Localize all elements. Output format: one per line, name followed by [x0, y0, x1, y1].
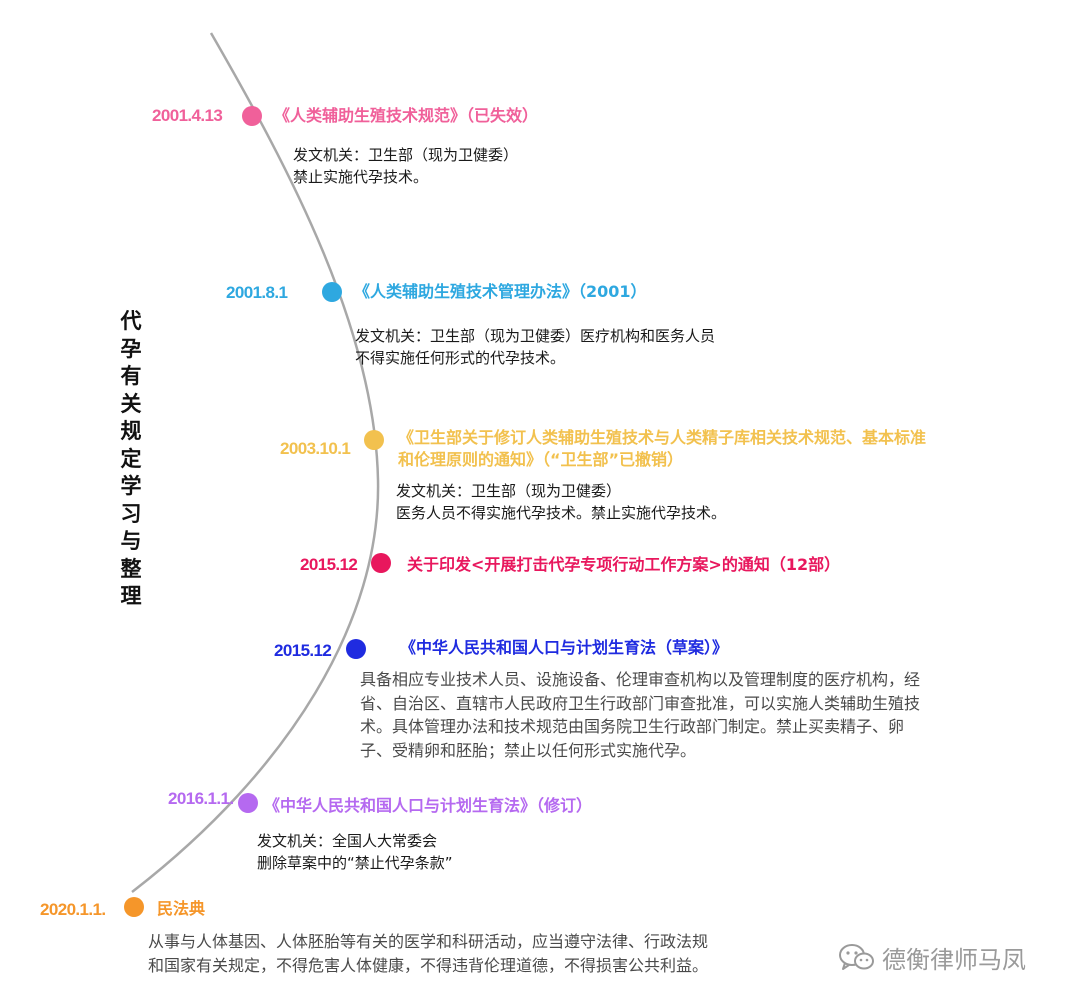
timeline-dot [364, 430, 384, 450]
entry-date: 2015.12 [300, 555, 358, 574]
entry-body-line: 术。具体管理办法和技术规范由国务院卫生行政部门制定。禁止买卖精子、卵 [360, 717, 905, 736]
timeline-dot [346, 639, 366, 659]
entry-date: 2020.1.1. [40, 900, 106, 919]
entry-date: 2001.4.13 [152, 106, 223, 125]
entry-body: 发文机关：卫生部（现为卫健委） 禁止实施代孕技术。 [293, 144, 518, 188]
entry-title: 《人类辅助生殖技术管理办法》（2001） [354, 282, 647, 301]
entry-date: 2001.8.1 [226, 283, 288, 302]
entry-body-line: 发文机关：卫生部（现为卫健委） [396, 482, 622, 500]
entry-body: 发文机关：卫生部（现为卫健委）医疗机构和医务人员 不得实施任何形式的代孕技术。 [355, 325, 715, 369]
entry-date: 2015.12 [274, 641, 332, 660]
entry-title: 《中华人民共和国人口与计划生育法（草案）》 [400, 638, 729, 657]
entry-body-line: 省、自治区、直辖市人民政府卫生行政部门审查批准，可以实施人类辅助生殖技 [360, 693, 921, 713]
entry-body-line: 禁止实施代孕技术。 [293, 168, 429, 186]
timeline-dot [124, 897, 144, 917]
entry-body-line: 子、受精卵和胚胎；禁止以任何形式实施代孕。 [360, 740, 697, 760]
watermark: 德衡律师马凤 [838, 940, 1026, 975]
entry-body-line: 从事与人体基因、人体胚胎等有关的医学和科研活动，应当遵守法律、行政法规 [148, 932, 709, 951]
entry-body-line: 不得实施任何形式的代孕技术。 [355, 349, 566, 367]
entry-body-line: 医务人员不得实施代孕技术。禁止实施代孕技术。 [396, 504, 727, 522]
entry-date: 2016.1.1. [168, 789, 234, 808]
entry-title: 《中华人民共和国人口与计划生育法》（修订） [264, 796, 593, 815]
timeline-dot [238, 793, 258, 813]
entry-title: 民法典 [157, 899, 206, 918]
entry-body-line: 具备相应专业技术人员、设施设备、伦理审查机构以及管理制度的医疗机构，经 [360, 670, 921, 689]
entry-body: 从事与人体基因、人体胚胎等有关的医学和科研活动，应当遵守法律、行政法规 和国家有… [148, 930, 708, 977]
entry-body: 发文机关：卫生部（现为卫健委） 医务人员不得实施代孕技术。禁止实施代孕技术。 [396, 480, 726, 524]
entry-title: 关于印发<开展打击代孕专项行动工作方案>的通知（12部） [407, 555, 841, 574]
entry-body-line: 删除草案中的“禁止代孕条款” [257, 854, 453, 872]
entry-title: 《人类辅助生殖技术规范》（已失效） [274, 106, 539, 125]
entry-body: 发文机关：全国人大常委会 删除草案中的“禁止代孕条款” [257, 830, 453, 874]
entry-body-line: 发文机关：卫生部（现为卫健委） [293, 146, 519, 164]
timeline-dot [371, 553, 391, 573]
entry-body-line: 发文机关：卫生部（现为卫健委）医疗机构和医务人员 [355, 327, 716, 345]
entry-body-line: 和国家有关规定，不得危害人体健康，不得违背伦理道德，不得损害公共利益。 [148, 955, 709, 975]
entry-title: 《卫生部关于修订人类辅助生殖技术与人类精子库相关技术规范、基本标准 [398, 428, 927, 447]
entry-body: 具备相应专业技术人员、设施设备、伦理审查机构以及管理制度的医疗机构，经 省、自治… [360, 668, 920, 762]
side-title: 代孕有关规定学习与整理 [120, 309, 142, 608]
entry-title-continued: 和伦理原则的通知》（“卫生部”已撤销） [398, 450, 684, 469]
timeline-dot [322, 282, 342, 302]
entry-body-line: 发文机关：全国人大常委会 [257, 832, 438, 850]
entry-date: 2003.10.1 [280, 439, 351, 458]
timeline-line [131, 32, 380, 893]
timeline-dot [242, 106, 262, 126]
watermark-text: 德衡律师马凤 [882, 946, 1026, 974]
wechat-icon [839, 943, 874, 970]
